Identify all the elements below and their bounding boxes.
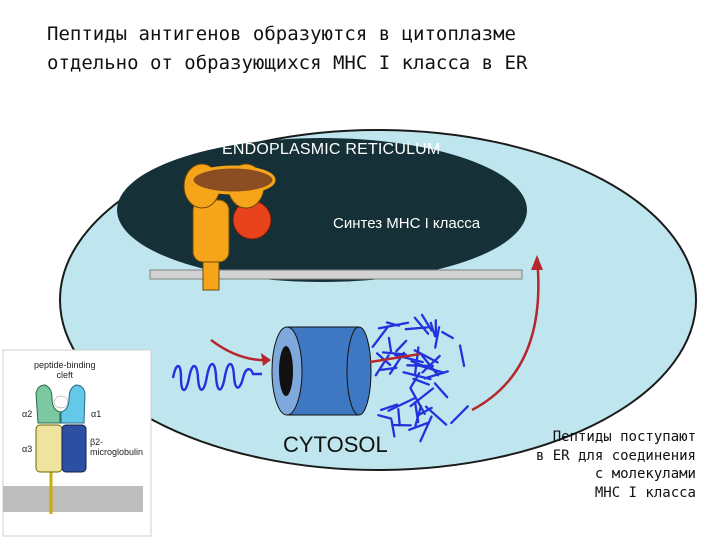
cytosol-label: CYTOSOL: [283, 432, 388, 458]
inset-beta2-label: β2- microglobulin: [90, 437, 143, 457]
er-label: ENDOPLASMIC RETICULUM: [222, 141, 440, 159]
peptide-fragment: [398, 409, 399, 425]
inset-cleft-label: peptide-binding cleft: [34, 360, 96, 380]
mhc-synthesis-label: Синтез MHC I класса: [333, 215, 480, 232]
proteasome: [272, 327, 371, 415]
peptide-transport-note: Пептиды поступают в ER для соединения с …: [496, 428, 696, 502]
inset-alpha2-label: α2: [22, 409, 32, 419]
inset-alpha3-label: α3: [22, 444, 32, 454]
er-lumen: [117, 138, 527, 282]
inset-alpha1-label: α1: [91, 409, 101, 419]
